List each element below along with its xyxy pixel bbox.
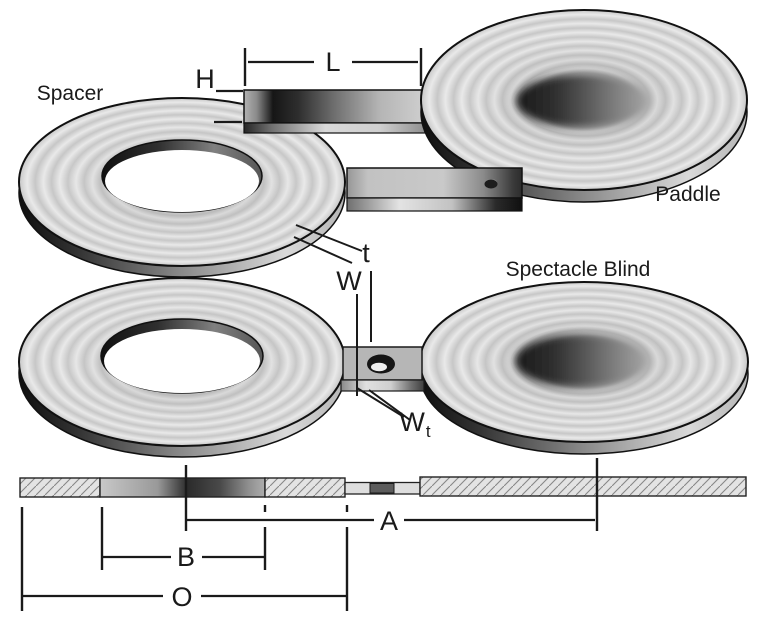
paddle-handle-hole (484, 179, 498, 189)
dim-Wt (356, 387, 411, 421)
spectacle-blind-assembly (18, 277, 749, 458)
paddle-handle-edge (346, 197, 523, 212)
dim-label-O: O (171, 582, 192, 612)
dim-A (184, 458, 599, 531)
dim-label-H: H (195, 64, 215, 94)
dim-H (214, 89, 243, 124)
xsec-bore-region (99, 477, 266, 498)
label-spacer: Spacer (37, 82, 104, 105)
dim-t (293, 224, 363, 264)
dim-label-W: W (336, 266, 362, 296)
spacer-handle (243, 89, 426, 134)
cross-section (19, 476, 747, 498)
spacer-bore-opening (105, 150, 259, 212)
blind-web (340, 346, 425, 392)
blind-solid-center-shading (515, 334, 649, 388)
dim-label-t: t (362, 238, 370, 268)
paddle-disc (420, 9, 748, 203)
label-spectacle-blind: Spectacle Blind (506, 258, 651, 281)
text-labels: Spacer Paddle Spectacle Blind L H t W Wt… (37, 47, 721, 612)
spacer-handle-face (243, 89, 426, 124)
dim-t-leader-2 (293, 236, 353, 264)
dim-label-Wt: Wt (399, 407, 430, 441)
top-assembly (18, 9, 748, 278)
dim-L (243, 48, 423, 86)
xsec-solid-disc-material (419, 476, 747, 497)
spacer-disc (18, 97, 346, 278)
dim-label-Wt-sub: t (426, 422, 431, 441)
xsec-web-hole (369, 483, 395, 494)
spacer-handle-edge (243, 122, 426, 134)
blind-ring-bore-opening (104, 329, 260, 393)
xsec-ring-left-material (19, 477, 101, 498)
dim-t-leader-1 (295, 224, 363, 252)
dim-B (100, 505, 267, 570)
annotations (20, 48, 599, 611)
dim-label-Wt-main: W (399, 407, 425, 437)
blind-web-edge (340, 379, 425, 392)
dim-W (356, 271, 372, 396)
dim-label-B: B (177, 542, 195, 572)
xsec-ring-right-material (264, 477, 346, 498)
dim-label-A: A (380, 506, 398, 536)
dim-Wt-leader-2 (368, 389, 411, 421)
paddle-handle (346, 167, 523, 212)
blind-web-hole-through (371, 362, 387, 372)
paddle-center-shading (516, 74, 650, 128)
label-paddle: Paddle (655, 183, 720, 206)
blind-ring-disc (18, 277, 346, 458)
dim-label-L: L (325, 47, 340, 77)
blind-solid-disc (419, 281, 749, 455)
dim-Wt-leader-1 (356, 387, 405, 418)
dim-O (20, 505, 349, 611)
